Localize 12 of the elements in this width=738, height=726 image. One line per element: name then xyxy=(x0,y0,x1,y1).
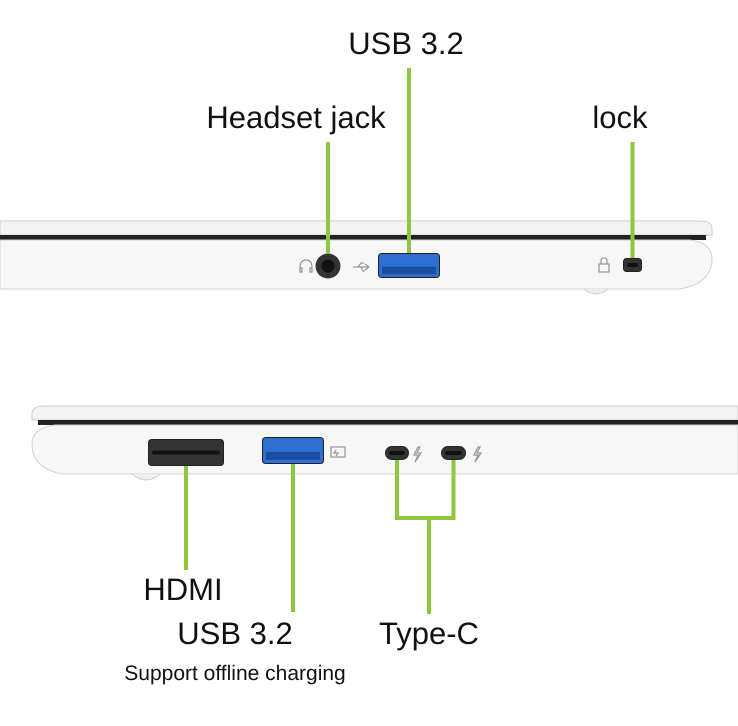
port-label: HDMI xyxy=(142,572,224,608)
port-label: USB 3.2 xyxy=(347,26,465,62)
port-label: Headset jack xyxy=(205,100,387,136)
leader-line xyxy=(407,68,411,253)
port-label: Type-C xyxy=(378,616,480,652)
leader-line xyxy=(630,142,634,258)
leader-line xyxy=(326,142,330,253)
port-label: USB 3.2 xyxy=(176,616,294,652)
port-label: lock xyxy=(591,100,649,136)
port-note: Support offline charging xyxy=(123,661,347,687)
leader-line xyxy=(291,464,295,612)
leader-line xyxy=(184,466,188,570)
